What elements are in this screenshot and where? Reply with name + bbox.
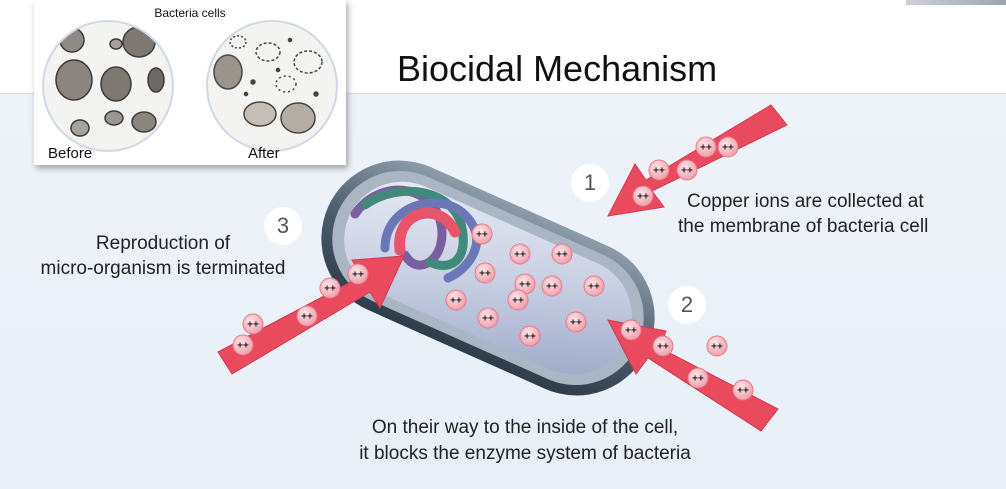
copper-ion — [652, 335, 674, 357]
before-cells — [55, 26, 165, 137]
copper-ion-label: ++ — [301, 312, 313, 323]
copper-ion — [620, 319, 642, 341]
copper-ion-label: ++ — [653, 166, 665, 177]
copper-ion — [687, 367, 709, 389]
copper-ion — [509, 243, 531, 265]
copper-ion-label: ++ — [711, 342, 723, 353]
step-2-number: 2 — [668, 286, 706, 324]
copper-ion-label: ++ — [237, 341, 249, 352]
inset-caption: Bacteria cells — [154, 6, 226, 20]
step-1-text-rest: ions are collected at — [749, 191, 924, 212]
copper-ions: ++ ++ ++ ++ ++ ++ ++ ++ ++ ++ ++ ++ ++ ++ ++ ++ ++ ++ ++ ++… — [232, 136, 754, 401]
copper-ion — [717, 136, 739, 158]
copper-ion — [541, 275, 563, 297]
copper-ion — [695, 136, 717, 158]
after-cells-image — [206, 20, 338, 152]
step-3-text-line2: micro-organism is terminated — [40, 258, 286, 279]
copper-ion — [347, 263, 369, 285]
copper-ion — [676, 159, 698, 181]
copper-ion-label: ++ — [450, 296, 462, 307]
dna-strands — [350, 185, 482, 283]
after-label: After — [248, 145, 280, 162]
copper-ion-label: ++ — [681, 166, 693, 177]
after-cells — [213, 35, 323, 134]
copper-ion — [632, 185, 654, 207]
step-1-text-line1: Copper ions are collected at — [687, 189, 924, 215]
copper-ion — [583, 275, 605, 297]
copper-ion — [296, 305, 318, 327]
copper-ion — [551, 243, 573, 265]
copper-ion-label: ++ — [556, 250, 568, 261]
step-2-text-line2: it blocks the enzyme system of bacteria — [359, 443, 691, 464]
copper-ion — [507, 289, 529, 311]
copper-ion-label: ++ — [722, 143, 734, 154]
copper-ion-label: ++ — [546, 282, 558, 293]
copper-ion-label: ++ — [637, 192, 649, 203]
copper-ion — [519, 325, 541, 347]
step-1-number: 1 — [571, 164, 609, 202]
copper-ion-label: ++ — [570, 318, 582, 329]
before-cells-image — [42, 20, 174, 152]
copper-ion — [474, 262, 496, 284]
copper-ion-label: ++ — [476, 230, 488, 241]
copper-ion-label: ++ — [524, 332, 536, 343]
copper-ion — [471, 223, 493, 245]
arrow-1 — [607, 104, 788, 217]
corner-decoration — [906, 0, 1006, 5]
copper-ion-label: ++ — [737, 386, 749, 397]
copper-ion-label: ++ — [657, 342, 669, 353]
step-3-text-line1: Reproduction of — [95, 233, 231, 254]
copper-ion-label: ++ — [700, 143, 712, 154]
bacteria-inset: Bacteria cells — [34, 0, 346, 165]
step-2-text-line1: On their way to the inside of the cell, — [371, 417, 679, 438]
step-3-number: 3 — [264, 207, 302, 245]
copper-ion — [706, 335, 728, 357]
copper-ion — [648, 159, 670, 181]
copper-ion — [232, 334, 254, 356]
step-1-text-lead: Copper — [687, 191, 750, 212]
copper-ion — [477, 307, 499, 329]
copper-ion-label: ++ — [514, 250, 526, 261]
copper-ion-label: ++ — [482, 314, 494, 325]
copper-ion-label: ++ — [588, 282, 600, 293]
copper-ion-label: ++ — [692, 374, 704, 385]
copper-ion — [319, 277, 341, 299]
copper-ion-label: ++ — [324, 284, 336, 295]
copper-ion-label: ++ — [625, 326, 637, 337]
before-label: Before — [48, 145, 93, 162]
copper-ion-label: ++ — [479, 269, 491, 280]
copper-ion-label: ++ — [247, 320, 259, 331]
copper-ion-label: ++ — [352, 270, 364, 281]
copper-ion — [242, 313, 264, 335]
step-1-text-line2: the membrane of bacteria cell — [678, 216, 929, 237]
copper-ion-label: ++ — [512, 296, 524, 307]
page-title: Biocidal Mechanism — [397, 48, 718, 89]
copper-ion — [445, 289, 467, 311]
copper-ion-label: ++ — [519, 280, 531, 291]
copper-ion — [732, 379, 754, 401]
copper-ion — [565, 311, 587, 333]
